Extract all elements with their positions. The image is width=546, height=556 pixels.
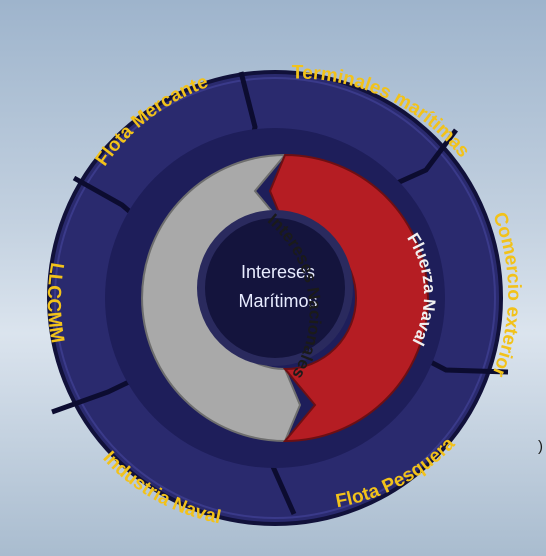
center-circle	[205, 218, 345, 358]
center-label-line2: Marítimos	[238, 291, 317, 311]
outer-ring-highlight	[54, 77, 496, 519]
stray-parenthesis: )	[538, 438, 543, 455]
segment-label-llccmm: LLCCMM	[43, 261, 68, 345]
center-label-line1: Intereses	[241, 262, 315, 282]
